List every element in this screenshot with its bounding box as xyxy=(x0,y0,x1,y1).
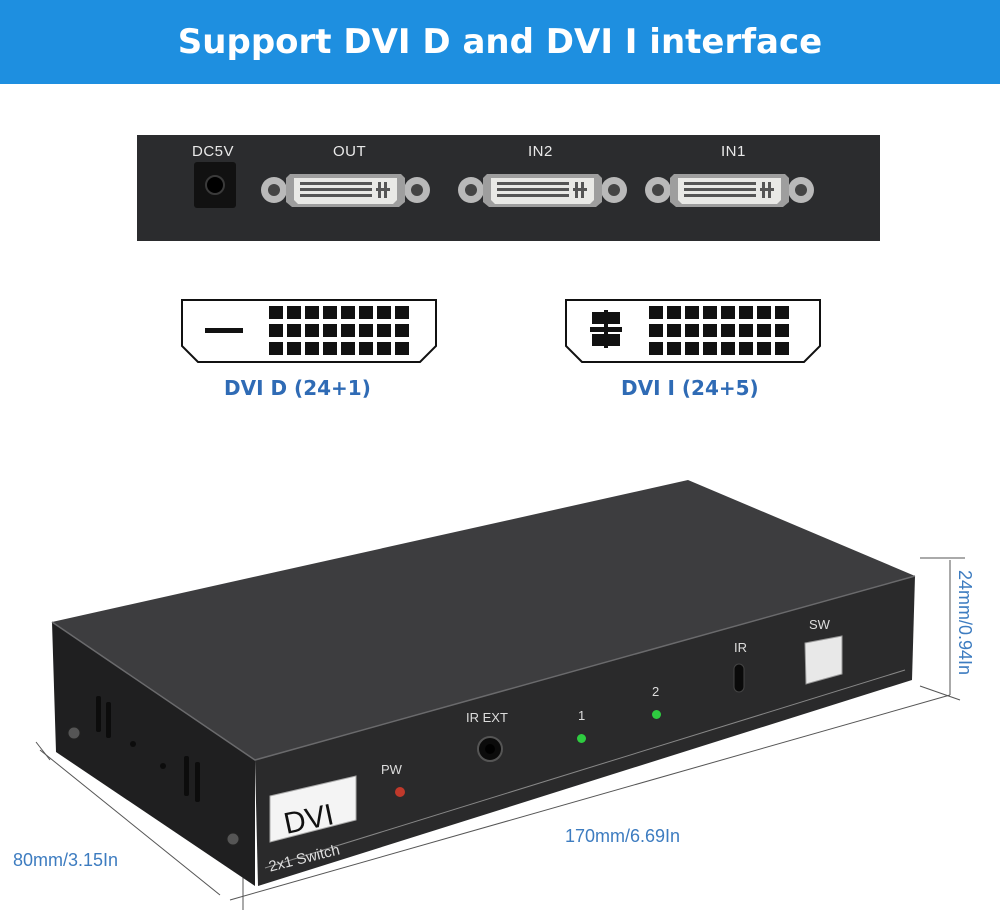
dvi-port-in1 xyxy=(645,174,814,207)
width-dimension: 170mm/6.69In xyxy=(565,826,681,846)
dvi-i-connector-diagram xyxy=(565,299,821,363)
ir-ext-label: IR EXT xyxy=(466,710,508,725)
dvi-d-connector-diagram xyxy=(181,299,437,363)
dvi-d-label: DVI D (24+1) xyxy=(224,376,371,400)
port-label-dc5v: DC5V xyxy=(192,143,235,160)
input-2-label: 2 xyxy=(652,684,660,699)
dvi-i-label: DVI I (24+5) xyxy=(621,376,759,400)
height-dimension: 24mm/0.94In xyxy=(955,569,976,676)
dc-power-jack xyxy=(194,162,236,208)
port-label-in1: IN1 xyxy=(721,143,746,160)
depth-dimension: 80mm/3.15In xyxy=(13,850,119,870)
title-banner: Support DVI D and DVI I interface xyxy=(0,0,1000,84)
input-1-led xyxy=(577,734,586,743)
dvi-port-out xyxy=(261,174,430,207)
port-label-out: OUT xyxy=(333,143,367,160)
ir-label: IR xyxy=(734,640,747,655)
power-led xyxy=(395,787,405,797)
port-label-in2: IN2 xyxy=(528,143,553,160)
input-1-label: 1 xyxy=(578,708,586,723)
sw-label: SW xyxy=(809,617,830,632)
pw-label: PW xyxy=(381,762,402,777)
device-illustration xyxy=(35,480,965,910)
banner-title: Support DVI D and DVI I interface xyxy=(177,22,823,62)
dvi-port-in2 xyxy=(458,174,627,207)
input-2-led xyxy=(652,710,661,719)
